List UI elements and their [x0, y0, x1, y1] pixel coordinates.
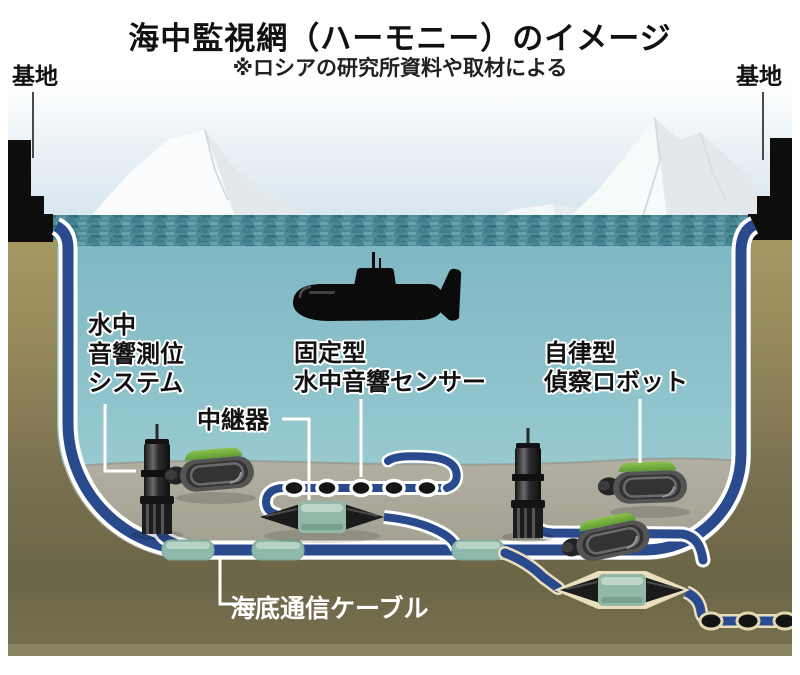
- iceberg-left: [82, 129, 355, 226]
- label-repeater: 中継器: [197, 407, 269, 434]
- cable-connector: [451, 539, 505, 561]
- repeater-device-buried: [554, 571, 690, 609]
- base-structure-right: [748, 138, 792, 240]
- base-structure-left: [8, 140, 53, 242]
- leader-lines: [32, 92, 764, 606]
- submarine-icon: [293, 252, 462, 321]
- buried-sensors: [698, 611, 792, 631]
- acoustic-positioning-device-right: [511, 428, 545, 538]
- cable-connector: [251, 539, 305, 561]
- label-fixed-acoustic-sensor: 固定型 水中音響センサー: [294, 340, 486, 396]
- label-seabed-cable: 海底通信ケーブル: [230, 595, 429, 623]
- label-base-right: 基地: [736, 63, 782, 89]
- label-acoustic-positioning-system: 水中 音響測位 システム: [88, 312, 184, 397]
- fixed-acoustic-sensors: [282, 478, 439, 498]
- page-title: 海中監視網（ハーモニー）のイメージ: [128, 21, 672, 56]
- label-autonomous-recon-robot: 自律型 偵察ロボット: [544, 340, 688, 396]
- page-subtitle: ※ロシアの研究所資料や取材による: [232, 57, 568, 80]
- cable-connector: [161, 539, 215, 561]
- label-base-left: 基地: [12, 63, 58, 89]
- sea-surface: [8, 215, 792, 246]
